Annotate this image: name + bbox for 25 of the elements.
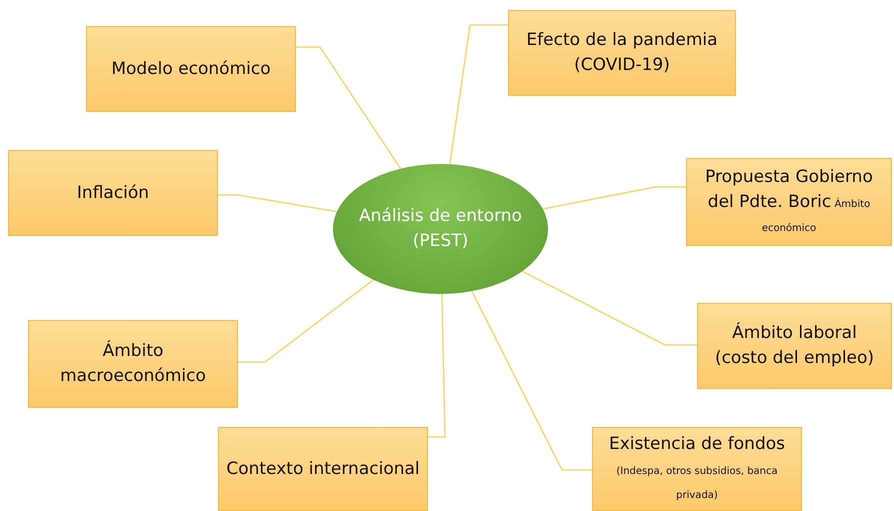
node-text: Análisis de entorno (PEST) [358, 205, 523, 253]
node-text: Contexto internacional [225, 458, 421, 481]
node-text: Modelo económico [110, 58, 272, 81]
topic-box [592, 427, 802, 511]
node-text: Inflación [76, 182, 150, 205]
node-text: Ámbito laboral (costo del empleo) [714, 321, 876, 370]
topic-box [218, 427, 428, 511]
topic-box [686, 158, 892, 246]
node-text: Existencia de fondos (Indespa, otros subsidios, banca privada) [608, 433, 786, 504]
connector-line [449, 24, 508, 164]
topic-box [508, 10, 736, 96]
topic-box [8, 150, 218, 236]
connector-line [218, 194, 338, 212]
connector-line [428, 294, 446, 438]
node-text: Propuesta Gobierno del Pdte. Boric Ámbito económico [704, 166, 874, 236]
connector-line [296, 46, 402, 170]
connector-line [522, 270, 697, 346]
topic-box [697, 303, 892, 389]
connector-line [471, 290, 592, 471]
connector-line [238, 279, 374, 363]
node-text: Ámbito macroeconómico [59, 339, 207, 388]
topic-box [86, 26, 296, 112]
connector-line [542, 186, 686, 210]
node-text: Efecto de la pandemia (COVID-19) [525, 29, 719, 77]
topic-box [28, 320, 238, 408]
